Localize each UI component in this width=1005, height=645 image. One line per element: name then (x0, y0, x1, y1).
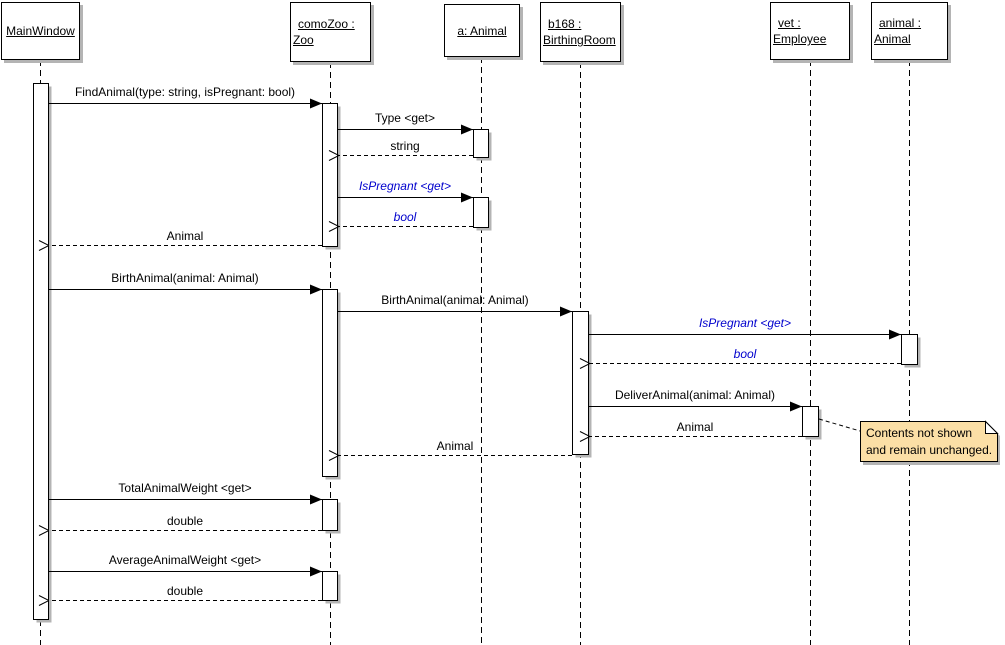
msg-birthanimal-2[interactable]: BirthAnimal(animal: Animal) (381, 293, 529, 307)
note-shape[interactable] (860, 420, 1001, 466)
lifeline-name-line1: b168 : (548, 17, 582, 31)
lifeline-name-line1: vet : (778, 16, 801, 30)
note-line1: Contents not shown (866, 426, 973, 440)
lifeline-name-line1: comoZoo : (298, 17, 355, 31)
lifeline-header-comozoo[interactable]: comoZoo : Zoo (290, 2, 371, 62)
msg-deliveranimal[interactable]: DeliverAnimal(animal: Animal) (614, 388, 776, 402)
lifeline-header-b168[interactable]: b168 : BirthingRoom (540, 2, 621, 62)
activation-comozoo-2 (322, 289, 338, 477)
msg-return-bool-1[interactable]: bool (393, 210, 417, 224)
lifeline-name-line2: Zoo (293, 33, 314, 47)
msg-totalanimalweight-get[interactable]: TotalAnimalWeight <get> (118, 481, 252, 495)
msg-return-animal-1[interactable]: Animal (166, 229, 204, 243)
msg-ispregnant-get-1[interactable]: IsPregnant <get> (358, 179, 452, 193)
note-body (860, 421, 998, 462)
msg-return-string[interactable]: string (390, 139, 420, 153)
msg-birthanimal-1[interactable]: BirthAnimal(animal: Animal) (111, 271, 259, 285)
activation-comozoo-1 (322, 103, 338, 247)
activation-a-animal-1 (473, 129, 489, 158)
msg-return-animal-2[interactable]: Animal (676, 420, 714, 434)
lifeline-name-line2: Employee (773, 32, 827, 46)
activation-bars (33, 83, 918, 620)
activation-mainwindow (33, 83, 49, 620)
note-line2: and remain unchanged. (866, 443, 993, 457)
activation-a-animal-2 (473, 197, 489, 228)
lifeline-header-animal[interactable]: animal : Animal (871, 2, 948, 60)
lifeline-header-mainwindow[interactable]: MainWindow (1, 2, 80, 60)
lifeline-header-a-animal[interactable]: a: Animal (444, 4, 520, 57)
msg-return-bool-2[interactable]: bool (733, 347, 757, 361)
msg-findanimal[interactable]: FindAnimal(type: string, isPregnant: boo… (74, 85, 296, 99)
lifeline-name-line2: BirthingRoom (543, 33, 616, 47)
msg-return-double-2[interactable]: double (166, 584, 204, 598)
activation-vet (802, 406, 819, 437)
call-arrows (48, 98, 901, 577)
return-arrows (49, 156, 901, 601)
lifeline-name-line2: Animal (874, 32, 911, 46)
note-connector (818, 418, 861, 432)
note-contents[interactable]: Contents not shown and remain unchanged. (866, 425, 994, 459)
activation-animal (901, 334, 918, 365)
msg-averageanimalweight-get[interactable]: AverageAnimalWeight <get> (108, 553, 262, 567)
note-fold-corner (985, 420, 999, 434)
msg-return-double-1[interactable]: double (166, 514, 204, 528)
lifeline-name-line1: animal : (879, 16, 922, 30)
lifeline-name: MainWindow (6, 24, 75, 38)
msg-type-get[interactable]: Type <get> (374, 111, 436, 125)
activation-comozoo-3 (322, 499, 338, 531)
msg-ispregnant-get-2[interactable]: IsPregnant <get> (698, 316, 792, 330)
activation-comozoo-4 (322, 571, 338, 601)
lifeline-name: a: Animal (457, 23, 507, 38)
activation-b168 (572, 311, 589, 455)
lifeline-header-vet[interactable]: vet : Employee (770, 2, 850, 60)
msg-return-animal-3[interactable]: Animal (436, 439, 474, 453)
